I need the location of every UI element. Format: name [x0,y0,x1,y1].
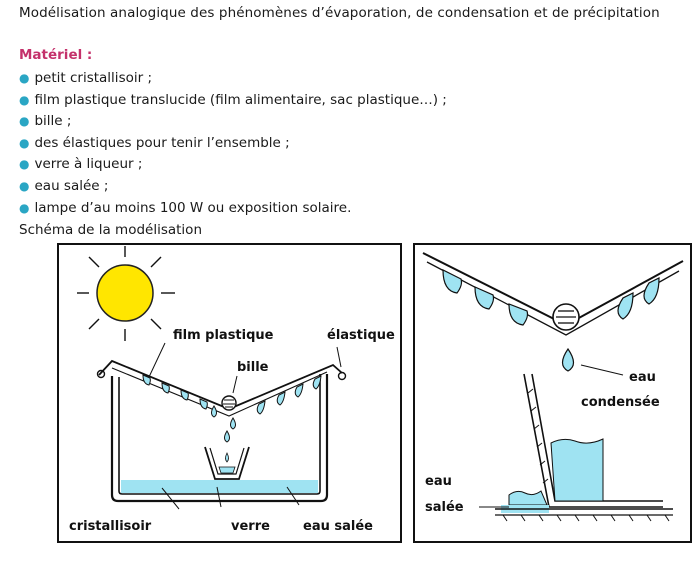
diagram-right: eau condensée eau salée [413,243,692,543]
label-film-plastique: film plastique [173,328,274,343]
bullet-icon: ● [19,200,30,215]
bullet-icon: ● [19,135,30,150]
diagram-left: film plastique élastique bille cristalli… [57,243,402,543]
label-eau-condensee-1: eau [629,370,656,385]
bullet-icon: ● [19,157,30,172]
label-bille: bille [237,360,269,375]
list-item: ●bille ; [19,113,72,130]
label-cristallisoir: cristallisoir [69,519,152,534]
label-eau-condensee-2: condensée [581,395,660,410]
condensed-water [550,438,604,502]
falling-drop [561,347,575,372]
elastic-left [96,369,106,379]
glass-hatching [527,388,549,484]
condensation-droplets-right [442,269,660,326]
label-elastique: élastique [327,328,395,343]
elastic-right [337,371,347,381]
label-eau-salee: eau salée [303,519,373,534]
bullet-icon: ● [19,71,30,85]
materiel-list: ●petit cristallisoir ; ●film plastique t… [19,68,447,219]
marble-icon [552,303,580,331]
salt-water-right [508,490,548,506]
list-item: ●petit cristallisoir ; [19,70,152,86]
condensation-droplets [142,374,322,415]
salt-water [121,480,318,493]
schema-caption: Schéma de la modélisation [19,222,203,238]
falling-drops [211,405,236,443]
bullet-icon: ● [19,178,30,193]
bullet-icon: ● [19,114,30,129]
sun-icon [77,246,175,341]
list-item: ●lampe d’au moins 100 W ou exposition so… [19,199,352,216]
label-eau-salee-1: eau [425,474,452,489]
glass-icon [204,446,250,480]
list-item: ●verre à liqueur ; [19,156,143,173]
label-verre: verre [231,519,270,534]
bullet-icon: ● [19,92,30,107]
marble-icon [221,395,237,411]
ground-hatching [502,514,670,522]
page-title: Modélisation analogique des phénomènes d… [19,5,660,21]
materiel-heading: Matériel : [19,47,93,63]
list-item: ●des élastiques pour tenir l’ensemble ; [19,134,290,151]
list-item: ●film plastique translucide (film alimen… [19,91,447,108]
label-eau-salee-2: salée [425,500,464,515]
list-item: ●eau salée ; [19,177,109,194]
